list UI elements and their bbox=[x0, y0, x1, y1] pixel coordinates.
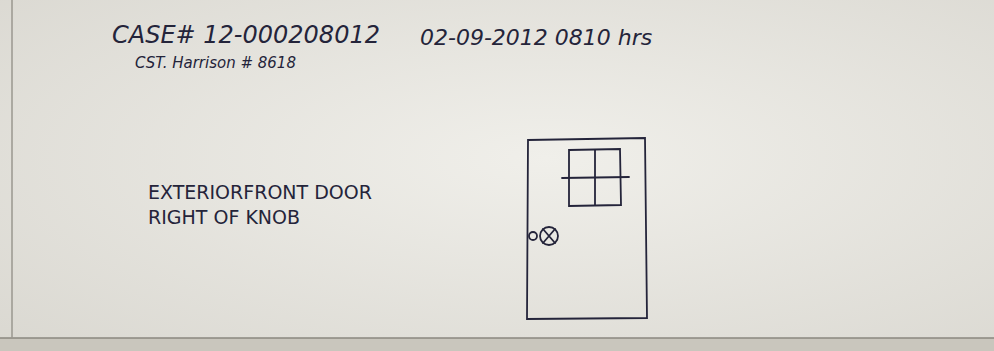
date-time: 02-09-2012 0810 hrs bbox=[420, 24, 652, 53]
card-edge bbox=[11, 0, 13, 338]
case-number: CASE# 12-000208012 bbox=[112, 20, 380, 51]
door-sketch bbox=[527, 138, 647, 319]
card-edge bbox=[0, 337, 994, 339]
officer-id: CST. Harrison # 8618 bbox=[135, 54, 296, 74]
card-shadow bbox=[0, 338, 994, 351]
location-note: EXTERIORFRONT DOOR RIGHT OF KNOB bbox=[148, 180, 418, 229]
